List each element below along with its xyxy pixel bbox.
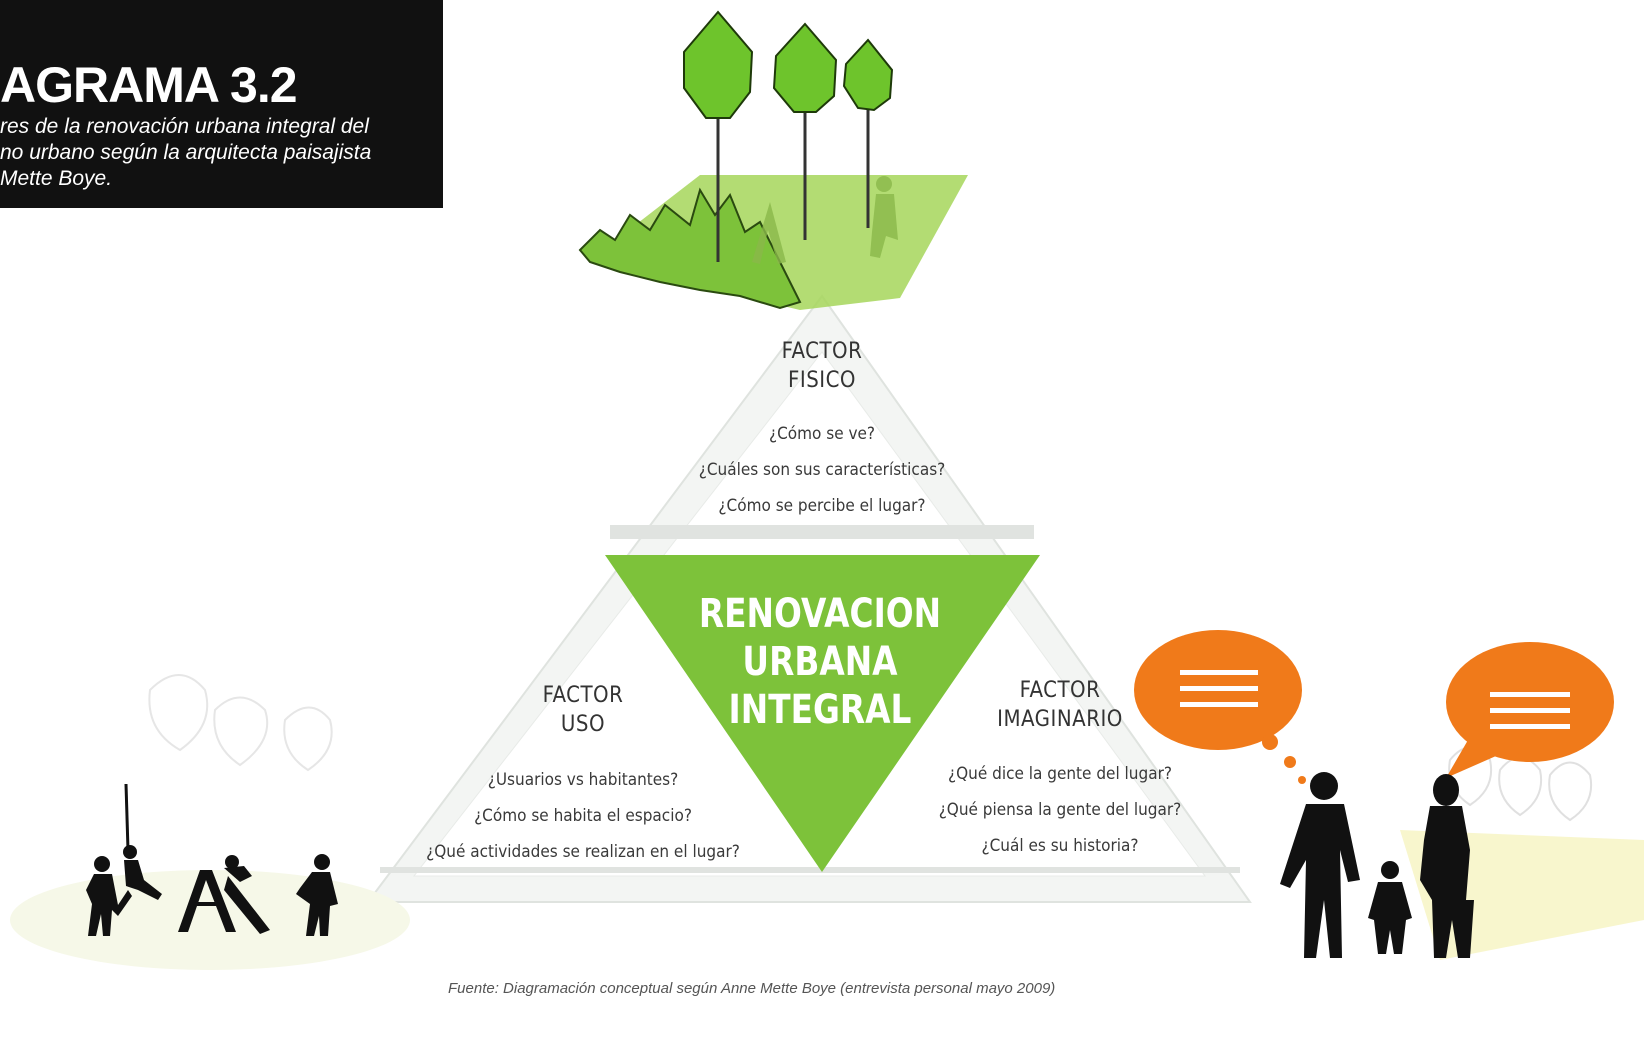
question-item: ¿Qué actividades se realizan en el lugar…	[426, 842, 740, 862]
subtitle-line: Mette Boye.	[0, 167, 113, 190]
factor-title-line: IMAGINARIO	[997, 707, 1123, 732]
center-triangle	[605, 555, 1040, 872]
question-item: ¿Cuáles son sus características?	[698, 460, 946, 480]
diagram-subtitle: res de la renovación urbana integral del…	[0, 114, 420, 192]
diagram-title: AGRAMA 3.2	[0, 57, 298, 113]
speech-bubble-icon	[1134, 630, 1306, 784]
center-title-line: URBANA	[742, 639, 898, 685]
question-item: ¿Cómo se habita el espacio?	[474, 806, 692, 826]
factor-uso-questions: ¿Usuarios vs habitantes? ¿Cómo se habita…	[393, 762, 773, 870]
person-silhouette-icon	[1368, 861, 1412, 954]
person-silhouette-icon	[1280, 772, 1360, 958]
top-landscape	[578, 10, 968, 310]
person-silhouette-icon	[123, 845, 162, 900]
tree-icon	[683, 10, 754, 262]
factor-title-line: FACTOR	[1019, 678, 1101, 703]
question-item: ¿Cuál es su historia?	[981, 836, 1139, 856]
center-title-line: INTEGRAL	[728, 687, 912, 733]
factor-fisico-title: FACTOR FISICO	[662, 337, 982, 395]
left-scene	[10, 674, 410, 970]
tree-icon	[842, 38, 894, 228]
question-item: ¿Qué piensa la gente del lugar?	[938, 800, 1182, 820]
factor-uso-title: FACTOR USO	[463, 681, 703, 739]
title-box: AGRAMA 3.2 res de la renovación urbana i…	[0, 0, 443, 208]
person-silhouette-icon	[86, 856, 132, 936]
factor-title-line: FACTOR	[781, 339, 863, 364]
person-silhouette-icon	[296, 854, 338, 936]
subtitle-line: res de la renovación urbana integral del	[0, 115, 369, 138]
factor-title-line: FISICO	[787, 368, 857, 393]
person-silhouette-icon	[752, 176, 898, 264]
factor-title-line: USO	[560, 712, 606, 737]
center-title-line: RENOVACION	[698, 591, 942, 637]
person-silhouette-icon	[1420, 774, 1474, 958]
slide-icon	[178, 855, 270, 934]
subtitle-line: no urbano según la arquitecta paisajista	[0, 141, 372, 164]
question-item: ¿Usuarios vs habitantes?	[487, 770, 679, 790]
center-title: RENOVACION URBANA INTEGRAL	[672, 590, 967, 734]
factor-imaginario-questions: ¿Qué dice la gente del lugar? ¿Qué piens…	[890, 756, 1230, 864]
speech-bubble-icon	[1446, 642, 1614, 778]
question-item: ¿Qué dice la gente del lugar?	[948, 764, 1172, 784]
tree-icon	[772, 22, 838, 240]
factor-imaginario-title: FACTOR IMAGINARIO	[940, 676, 1180, 734]
factor-fisico-questions: ¿Cómo se ve? ¿Cuáles son sus característ…	[622, 416, 1022, 524]
question-item: ¿Cómo se ve?	[768, 424, 876, 444]
source-caption: Fuente: Diagramación conceptual según An…	[448, 980, 1056, 997]
factor-title-line: FACTOR	[542, 683, 624, 708]
right-scene	[1134, 630, 1644, 960]
question-item: ¿Cómo se percibe el lugar?	[718, 496, 926, 516]
